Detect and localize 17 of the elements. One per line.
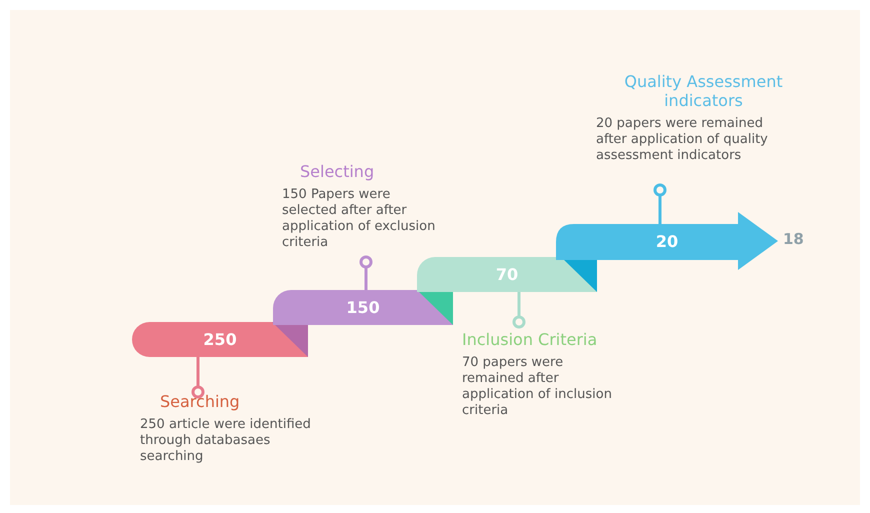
step-band: 150 (273, 290, 453, 325)
arrow-band: 20 (556, 212, 778, 270)
step-text: 250 article were identified through databasaes searching (140, 417, 312, 465)
step-heading: Quality Assessment indicators (623, 72, 784, 110)
step-band: 70 (417, 257, 597, 292)
step-heading: Searching (159, 392, 241, 411)
pin-leader-line (360, 256, 372, 290)
step-number: 18 (783, 230, 804, 248)
step-text: 20 papers were remained after application of quality assessment indicators (596, 116, 769, 164)
step-heading: Selecting (299, 162, 376, 181)
step-text: 70 papers were remained after application of inclusion criteria (462, 355, 612, 419)
pin-leader-line (654, 184, 666, 224)
step-heading: Inclusion Criteria (462, 329, 598, 349)
pin-leader-line (192, 357, 204, 398)
pin-leader-line (512, 292, 526, 328)
step-text: 150 Papers were selected after after application of exclusion criteria (282, 187, 436, 251)
step-band: 250 (132, 322, 308, 357)
